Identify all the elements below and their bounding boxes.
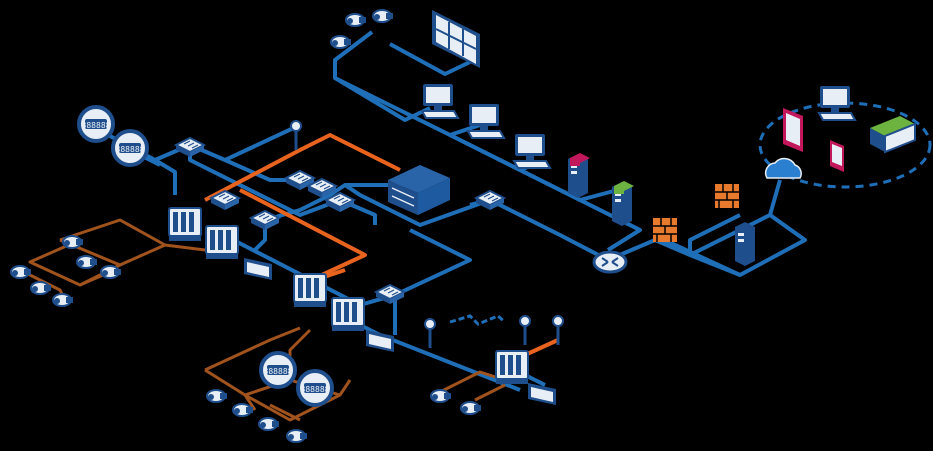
power-meter-icon: 888888 <box>296 369 334 407</box>
network-switch-icon <box>475 190 505 211</box>
cctv-camera-icon <box>206 389 228 403</box>
printer-icon <box>870 116 916 154</box>
cctv-camera-icon <box>76 255 98 269</box>
plc-rack-icon <box>331 297 365 332</box>
power-meter-icon: 888888 <box>77 105 115 143</box>
antenna-icon <box>423 317 437 350</box>
hmi-panel-icon <box>366 330 394 352</box>
meter-readout: 888888 <box>264 367 293 376</box>
hmi-panel-icon <box>244 258 272 280</box>
plc-rack-icon <box>205 225 239 260</box>
plc-rack-icon <box>495 350 529 385</box>
meter-readout: 888888 <box>82 121 111 130</box>
phone-icon <box>830 140 844 172</box>
cloud-icon <box>764 157 802 179</box>
cctv-camera-icon <box>52 293 74 307</box>
cctv-camera-icon <box>30 281 52 295</box>
server-tower-icon <box>735 222 755 266</box>
server-tower-icon <box>612 181 634 226</box>
firewall-icon <box>652 217 678 243</box>
cctv-camera-icon <box>258 417 280 431</box>
network-switch-icon <box>175 137 205 158</box>
copper-links <box>19 218 506 422</box>
power-meter-icon: 888888 <box>259 351 297 389</box>
sensor-icon <box>460 401 482 415</box>
remote-site-boundary <box>758 101 932 189</box>
meter-readout: 888888 <box>116 145 145 154</box>
video-wall-icon <box>432 10 480 68</box>
plc-rack-icon <box>293 273 327 308</box>
cctv-camera-icon <box>372 9 394 23</box>
workstation-icon <box>421 83 459 119</box>
cctv-camera-icon <box>232 403 254 417</box>
plc-rack-icon <box>168 207 202 242</box>
cctv-camera-icon <box>10 265 32 279</box>
power-meter-icon: 888888 <box>111 129 149 167</box>
field-cameras-left <box>10 235 122 307</box>
wireless-link <box>449 314 506 326</box>
rack-server-icon <box>388 165 450 215</box>
workstation-icon <box>467 103 505 139</box>
antenna-icon <box>289 119 303 152</box>
cctv-camera-icon <box>286 429 308 443</box>
firewall-icon <box>714 183 740 209</box>
router-icon <box>592 250 628 274</box>
hmi-panel-icon <box>528 383 556 405</box>
tablet-icon <box>783 108 803 152</box>
cctv-camera-icon <box>100 265 122 279</box>
network-switch-icon <box>250 210 280 231</box>
antenna-icon <box>518 314 532 347</box>
server-tower-icon <box>568 153 590 198</box>
workstation-icon <box>513 133 551 169</box>
cctv-camera-icon <box>62 235 84 249</box>
sensor-icon <box>430 389 452 403</box>
cctv-camera-icon <box>345 13 367 27</box>
cctv-camera-icon <box>330 35 352 49</box>
meter-readout: 888888 <box>301 385 330 394</box>
workstation-icon <box>818 85 856 121</box>
